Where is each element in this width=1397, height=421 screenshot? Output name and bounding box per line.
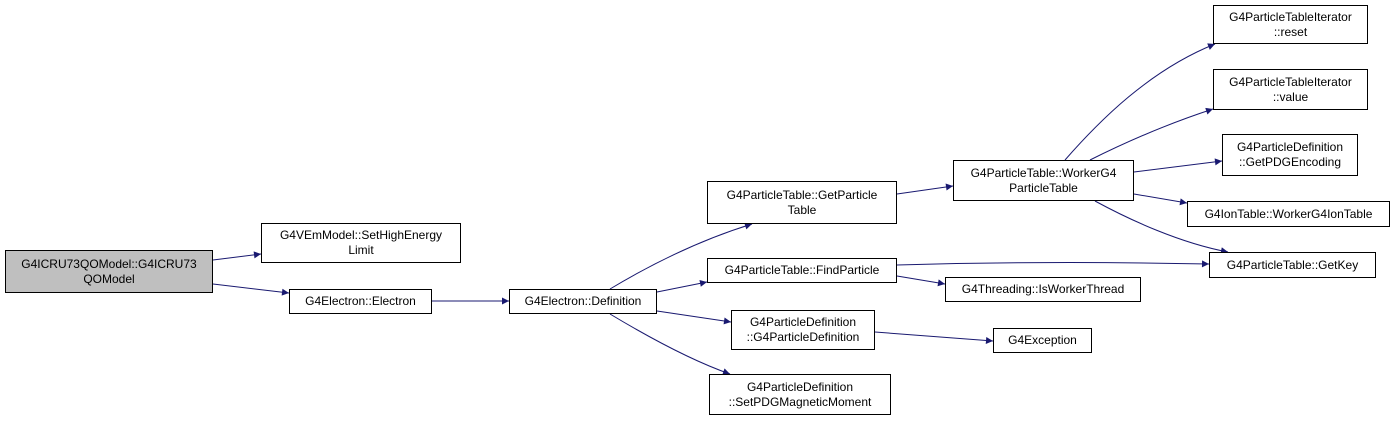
node-get-key[interactable]: G4ParticleTable::GetKey xyxy=(1209,252,1376,278)
node-label-line: G4ParticleTable::GetParticle xyxy=(726,187,878,202)
node-label-line: ParticleTable xyxy=(1009,180,1078,195)
edge-worker-to-worker-g4-ion-table xyxy=(1133,193,1188,206)
node-electron-electron[interactable]: G4Electron::Electron xyxy=(289,289,432,314)
edge-definition-to-pd-constructor xyxy=(656,310,732,325)
node-label-line: ::SetPDGMagneticMoment xyxy=(728,394,872,409)
node-particle-definition-constructor[interactable]: G4ParticleDefinition ::G4ParticleDefinit… xyxy=(731,310,875,350)
node-set-pdg-magnetic-moment[interactable]: G4ParticleDefinition ::SetPDGMagneticMom… xyxy=(709,374,891,415)
node-label-line: G4ParticleDefinition xyxy=(1236,140,1344,154)
node-label-line: Limit xyxy=(348,243,374,257)
node-label-line: ::GetPDGEncoding xyxy=(1238,155,1342,169)
node-label-line: G4IonTable::WorkerG4IonTable xyxy=(1204,206,1373,221)
node-find-particle[interactable]: G4ParticleTable::FindParticle xyxy=(707,258,897,283)
node-label-line: G4Electron::Definition xyxy=(524,294,642,308)
node-iterator-reset[interactable]: G4ParticleTableIterator ::reset xyxy=(1213,5,1368,44)
edge-root-to-electron-electron xyxy=(212,283,290,296)
edge-worker-to-get-key xyxy=(1094,200,1229,255)
node-label-line: G4ParticleDefinition xyxy=(749,315,857,329)
node-g4exception[interactable]: G4Exception xyxy=(993,328,1092,353)
edge-find-particle-to-is-worker-thread xyxy=(896,275,946,287)
node-label-line: G4ParticleTableIterator xyxy=(1229,9,1352,24)
node-label-line: G4ICRU73QOModel::G4ICRU73 xyxy=(21,256,197,271)
node-label-line: Table xyxy=(787,202,817,217)
edge-definition-to-find-particle xyxy=(656,279,708,293)
node-iterator-value[interactable]: G4ParticleTableIterator ::value xyxy=(1213,69,1368,110)
node-icru73qomodel-constructor: G4ICRU73QOModel::G4ICRU73 QOModel xyxy=(5,250,213,293)
edge-get-particle-table-to-worker xyxy=(896,183,954,195)
node-label-line: G4ParticleTable::FindParticle xyxy=(724,263,880,277)
node-label-line: QOModel xyxy=(83,271,135,286)
edge-definition-to-get-particle-table xyxy=(609,222,753,290)
node-label-line: G4ParticleTable::GetKey xyxy=(1226,257,1359,272)
node-is-worker-thread[interactable]: G4Threading::IsWorkerThread xyxy=(945,277,1141,302)
node-worker-g4-particle-table[interactable]: G4ParticleTable::WorkerG4 ParticleTable xyxy=(953,160,1134,201)
node-get-particle-table[interactable]: G4ParticleTable::GetParticle Table xyxy=(707,181,897,224)
edge-definition-to-set-pdg-magnetic-moment xyxy=(609,313,731,375)
node-label-line: G4ParticleTableIterator xyxy=(1229,74,1352,89)
edge-root-to-set-high-energy-limit xyxy=(212,251,262,261)
node-label-line: G4ParticleTable::WorkerG4 xyxy=(970,165,1117,180)
node-label-line: ::G4ParticleDefinition xyxy=(746,330,860,344)
node-label-line: ::value xyxy=(1272,89,1309,104)
edge-find-particle-to-get-key xyxy=(896,260,1210,268)
node-label-line: G4VEmModel::SetHighEnergy xyxy=(279,228,443,242)
node-worker-g4-ion-table[interactable]: G4IonTable::WorkerG4IonTable xyxy=(1187,201,1390,227)
node-label-line: G4Threading::IsWorkerThread xyxy=(961,282,1125,296)
node-get-pdg-encoding[interactable]: G4ParticleDefinition ::GetPDGEncoding xyxy=(1222,134,1358,176)
node-label-line: ::reset xyxy=(1273,24,1308,39)
node-label-line: G4Exception xyxy=(1008,333,1077,347)
edge-pd-constructor-to-g4exception xyxy=(874,331,994,344)
node-label-line: G4Electron::Electron xyxy=(305,294,416,308)
node-label-line: G4ParticleDefinition xyxy=(746,379,854,394)
edge-worker-to-iterator-reset xyxy=(1064,43,1216,161)
node-set-high-energy-limit[interactable]: G4VEmModel::SetHighEnergy Limit xyxy=(261,223,461,263)
node-electron-definition[interactable]: G4Electron::Definition xyxy=(509,289,657,314)
edge-worker-to-iterator-value xyxy=(1089,107,1214,161)
edge-worker-to-get-pdg-encoding xyxy=(1133,158,1223,173)
